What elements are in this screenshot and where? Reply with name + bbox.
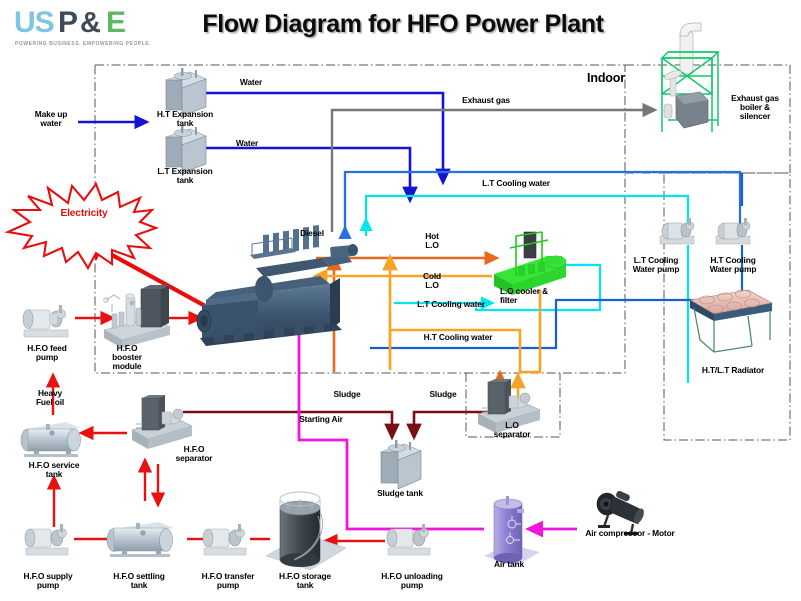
ht-cooling-water-pump-icon <box>715 218 751 245</box>
flow-label-lt-cooling-water: L.T Cooling water <box>482 178 550 188</box>
label-ht-cooling-water-pump: H.T Cooling Water pump <box>709 255 757 275</box>
pipe-ht-cooling-water <box>370 173 744 350</box>
pipe-water-ht <box>200 91 451 186</box>
logo-text-amp: & <box>80 7 101 39</box>
hfo-feed-pump-icon <box>22 305 69 338</box>
label-air-compressor-motor: Air compressor - Motor <box>585 528 675 538</box>
lt-expansion-tank-icon <box>165 125 207 174</box>
electricity-burst-icon <box>4 181 160 271</box>
pipe-sludge <box>183 410 488 441</box>
pipe-lt-cooling-water-cyan <box>359 194 690 383</box>
label-hfo-booster-module: H.F.O booster module <box>112 343 142 372</box>
flow-label-ht-cooling-water: H.T Cooling water <box>423 332 493 342</box>
label-diesel-engine: Diesel <box>300 228 324 238</box>
flow-label-starting-air: Starting Air <box>299 414 343 424</box>
ht-expansion-tank-icon <box>165 68 207 117</box>
pipe-cold-lo <box>312 253 542 405</box>
flow-label-heavy-fuel-oil: Heavy Fuel oil <box>35 388 65 408</box>
label-hfo-separator: H.F.O separator <box>175 444 213 464</box>
label-sludge-tank: Sludge tank <box>377 488 423 498</box>
label-hfo-feed-pump: H.F.O feed pump <box>27 343 67 363</box>
label-ht-lt-radiator: H.T/L.T Radiator <box>701 365 765 375</box>
label-ht-expansion-tank: H.T Expansion tank <box>156 109 214 129</box>
hfo-unloading-pump-icon <box>386 524 431 556</box>
label-hfo-settling-tank: H.F.O settling tank <box>113 571 165 591</box>
label-air-tank: Air tank <box>494 559 524 569</box>
hfo-transfer-pump-icon <box>202 524 247 556</box>
logo-text-p: P <box>58 6 78 39</box>
logo-text-us: US <box>14 6 55 39</box>
exhaust-gas-boiler-icon <box>660 22 720 132</box>
label-exhaust-gas-boiler: Exhaust gas boiler & silencer <box>731 93 779 122</box>
label-hfo-unloading-pump: H.F.O unloading pump <box>381 571 443 591</box>
flow-label-water-ht: Water <box>239 77 263 87</box>
label-lo-cooler-filter: L.O cooler & filter <box>500 286 548 306</box>
label-hfo-service-tank: H.F.O service tank <box>28 460 80 480</box>
flow-label-sludge-left: Sludge <box>333 389 361 399</box>
lo-cooler-filter-icon <box>494 231 567 295</box>
label-lt-cooling-water-pump: L.T Cooling Water pump <box>632 255 680 275</box>
lt-cooling-water-pump-icon <box>659 218 695 245</box>
sludge-tank-icon <box>380 440 422 490</box>
hfo-storage-tank-icon <box>265 491 347 571</box>
diesel-engine-icon <box>196 225 359 346</box>
hfo-supply-pump-icon <box>24 524 69 556</box>
air-compressor-motor-icon <box>596 490 644 535</box>
air-tank-icon <box>484 496 540 566</box>
flow-label-hot-lo: Hot L.O <box>425 231 439 251</box>
hfo-booster-module-icon <box>103 285 171 348</box>
lo-separator-icon <box>477 379 541 433</box>
label-lt-expansion-tank: L.T Expansion tank <box>157 166 213 186</box>
logo-text-e: E <box>106 6 126 39</box>
lo-separator-zone-border <box>465 373 561 438</box>
pipe-water-lt <box>200 146 418 204</box>
ht-lt-radiator-icon <box>689 289 773 353</box>
zone-label-indoor: Indoor <box>587 71 625 85</box>
flow-label-lt-cooling-water-2: L.T Cooling water <box>417 299 485 309</box>
pipe-exhaust-gas <box>330 102 658 232</box>
label-hfo-storage-tank: H.F.O storage tank <box>278 571 332 591</box>
flow-label-cold-lo: Cold L.O <box>422 271 441 291</box>
hfo-settling-tank-icon <box>106 522 174 557</box>
label-hfo-transfer-pump: H.F.O transfer pump <box>201 571 255 591</box>
label-lo-separator: L.O separator <box>493 420 531 440</box>
label-hfo-supply-pump: H.F.O supply pump <box>23 571 73 591</box>
flow-label-exhaust-gas: Exhaust gas <box>462 95 510 105</box>
pipe-lt-cooling-water-blue <box>338 170 742 240</box>
flow-label-water-lt: Water <box>235 138 259 148</box>
label-electricity: Electricity <box>60 208 108 219</box>
indoor-zone-border <box>94 64 626 374</box>
flow-label-make-up-water: Make up water <box>34 109 68 129</box>
hfo-service-tank-icon <box>20 422 81 457</box>
flow-label-sludge-right: Sludge <box>429 389 457 399</box>
uspe-logo: US P & E POWERING BUSINESS. EMPOWERING P… <box>14 6 151 50</box>
logo-tagline: POWERING BUSINESS. EMPOWERING PEOPLE. <box>15 41 152 47</box>
hfo-separator-icon <box>131 395 193 449</box>
page-title: Flow Diagram for HFO Power Plant <box>202 10 604 38</box>
